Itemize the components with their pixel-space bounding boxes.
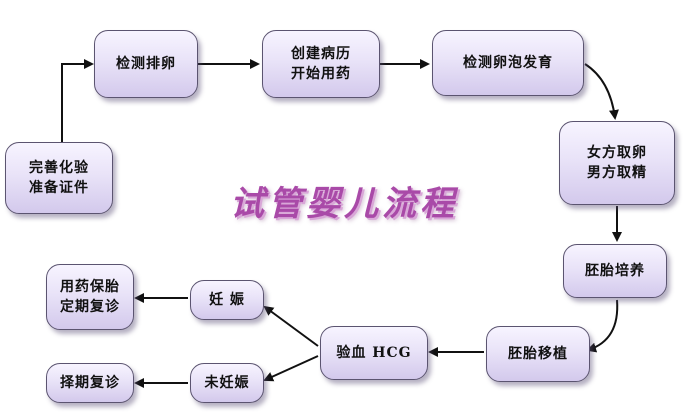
diagram-title: 试管婴儿流程 [230,184,458,224]
node-prep: 完善化验 准备证件 [5,142,113,214]
node-follicle-monitor-label: 检测卵泡发育 [463,55,553,71]
node-retrieval: 女方取卵 男方取精 [559,121,675,205]
node-medication-followup-line1: 用药保胎 [60,279,120,295]
node-not-pregnant: 未妊娠 [190,363,264,403]
node-scheduled-followup-label: 择期复诊 [60,375,120,391]
node-scheduled-followup: 择期复诊 [46,363,134,403]
node-retrieval-line2: 男方取精 [587,165,647,181]
node-create-record-line2: 开始用药 [291,66,351,82]
arrow-hcg-to-pregnant [263,305,319,347]
node-ovulation-test: 检测排卵 [94,30,198,98]
arrow-follicle-to-retrieval [584,63,619,120]
arrow-prep-to-ovulation [61,59,94,142]
arrow-hcg-to-not-pregnant [263,355,319,382]
node-medication-followup: 用药保胎 定期复诊 [46,264,134,330]
node-create-record: 创建病历 开始用药 [262,30,380,98]
node-ovulation-test-label: 检测排卵 [116,56,176,72]
node-pregnant: 妊 娠 [190,280,264,320]
node-pregnant-label: 妊 娠 [209,292,245,308]
node-retrieval-line1: 女方取卵 [587,145,647,161]
node-blood-hcg-label: 验血 HCG [336,345,412,361]
node-prep-line1: 完善化验 [29,160,89,176]
node-create-record-line1: 创建病历 [291,46,351,62]
node-prep-line2: 准备证件 [29,180,89,196]
arrow-culture-to-transfer [586,299,619,353]
node-blood-hcg: 验血 HCG [320,326,428,380]
node-embryo-transfer-label: 胚胎移植 [508,346,568,362]
node-medication-followup-line2: 定期复诊 [60,299,120,315]
node-embryo-transfer: 胚胎移植 [486,326,590,382]
node-follicle-monitor: 检测卵泡发育 [432,30,584,96]
node-not-pregnant-label: 未妊娠 [204,375,250,391]
node-embryo-culture-label: 胚胎培养 [585,263,645,279]
node-embryo-culture: 胚胎培养 [563,244,667,298]
